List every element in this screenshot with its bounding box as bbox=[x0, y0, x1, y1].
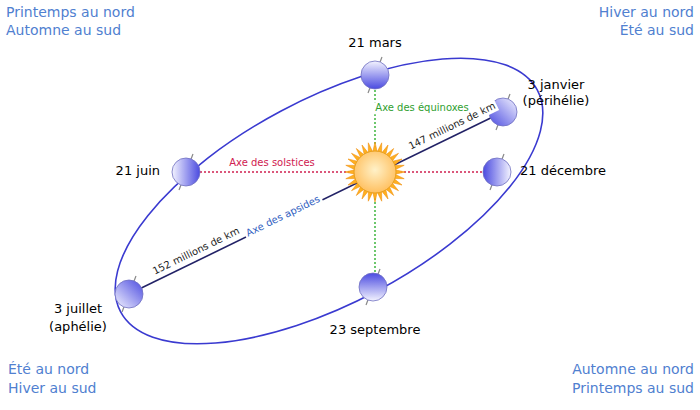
season-label: Automne au nord bbox=[572, 361, 694, 377]
date-label: 21 décembre bbox=[520, 164, 606, 179]
earth-axes bbox=[122, 57, 510, 312]
distance-label: 152 millions de km bbox=[149, 224, 243, 278]
date-label: 21 mars bbox=[348, 36, 401, 51]
sun-ray-star bbox=[345, 142, 405, 202]
season-label: Printemps au nord bbox=[6, 4, 135, 20]
season-label: Hiver au sud bbox=[8, 380, 96, 396]
orbit-ellipse bbox=[73, 0, 586, 402]
season-label: Été au nord bbox=[8, 361, 89, 377]
season-label: Printemps au sud bbox=[572, 380, 694, 396]
date-label: 23 septembre bbox=[330, 323, 421, 338]
date-label: 3 janvier bbox=[528, 78, 585, 93]
earth-globes bbox=[115, 61, 517, 308]
axis-label: Axe des équinoxes bbox=[373, 102, 470, 114]
season-label: Automne au sud bbox=[6, 22, 121, 38]
axis-label: Axe des solstices bbox=[227, 157, 317, 169]
date-label: (périhélie) bbox=[523, 94, 590, 109]
date-label: (aphélie) bbox=[49, 320, 107, 335]
apsides-axis bbox=[129, 112, 503, 294]
solstice-axis bbox=[200, 171, 483, 172]
date-label: 21 juin bbox=[116, 164, 160, 179]
date-label: 3 juillet bbox=[54, 302, 102, 317]
axis-label: Axe des apsides bbox=[242, 192, 323, 240]
season-label: Été au sud bbox=[620, 22, 694, 38]
sun-rays bbox=[345, 142, 405, 202]
season-label: Hiver au nord bbox=[599, 4, 694, 20]
sun bbox=[354, 151, 396, 193]
